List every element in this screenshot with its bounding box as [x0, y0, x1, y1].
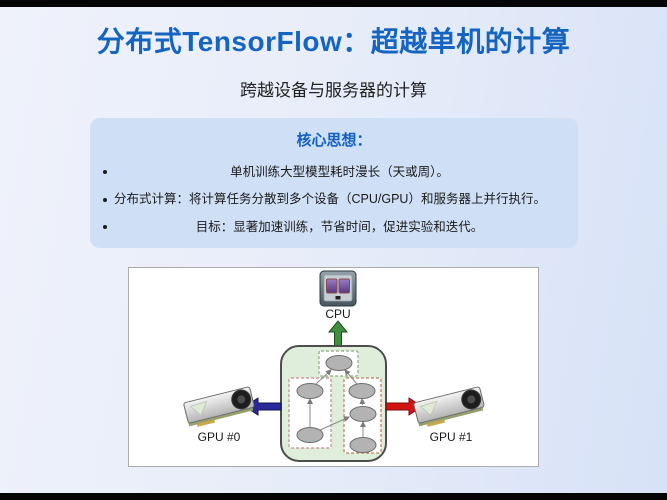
bullet-icon	[103, 170, 107, 175]
graph-node	[296, 427, 324, 443]
page-subtitle: 跨越设备与服务器的计算	[240, 81, 427, 100]
gpu0-label: GPU #0	[198, 430, 241, 444]
diagram-image: CPU	[128, 267, 539, 467]
core-ideas-panel: 核心思想： 单机训练大型模型耗时漫长（天或周）。 分布式计算：将计算任务分散到多…	[90, 118, 578, 248]
green-arrow-to-cpu-icon	[327, 320, 349, 347]
cpu-chip-icon	[319, 270, 357, 307]
bottom-letterbox-bar	[0, 493, 667, 500]
bullet-text: 分布式计算：将计算任务分散到多个设备（CPU/GPU）和服务器上并行执行。	[114, 192, 546, 207]
bullet-text: 单机训练大型模型耗时漫长（天或周）。	[230, 165, 449, 179]
bullet-text: 目标：显著加速训练，节省时间，促进实验和迭代。	[195, 219, 484, 234]
cpu-label: CPU	[325, 307, 350, 321]
bullet-item: 单机训练大型模型耗时漫长（天或周）。	[90, 165, 578, 179]
bullet-item: 目标：显著加速训练，节省时间，促进实验和迭代。	[90, 220, 578, 234]
bullet-item: 分布式计算：将计算任务分散到多个设备（CPU/GPU）和服务器上并行执行。	[90, 192, 578, 206]
gpu1-card-icon	[412, 386, 487, 430]
compute-graph	[280, 345, 387, 462]
slide: 分布式TensorFlow：超越单机的计算 跨越设备与服务器的计算 核心思想： …	[0, 7, 667, 493]
page-title: 分布式TensorFlow：超越单机的计算	[96, 26, 571, 57]
gpu0-card-icon	[182, 386, 257, 430]
bullet-icon	[103, 224, 107, 229]
gpu1-label: GPU #1	[430, 430, 473, 444]
graph-node	[349, 406, 377, 422]
bullet-icon	[103, 197, 107, 202]
graph-node	[296, 383, 324, 399]
graph-node	[348, 383, 376, 399]
core-ideas-heading: 核心思想：	[296, 132, 372, 149]
distributed-compute-diagram: CPU	[182, 270, 487, 462]
graph-node	[325, 355, 353, 371]
graph-node	[349, 437, 377, 453]
top-letterbox-bar	[0, 0, 667, 7]
